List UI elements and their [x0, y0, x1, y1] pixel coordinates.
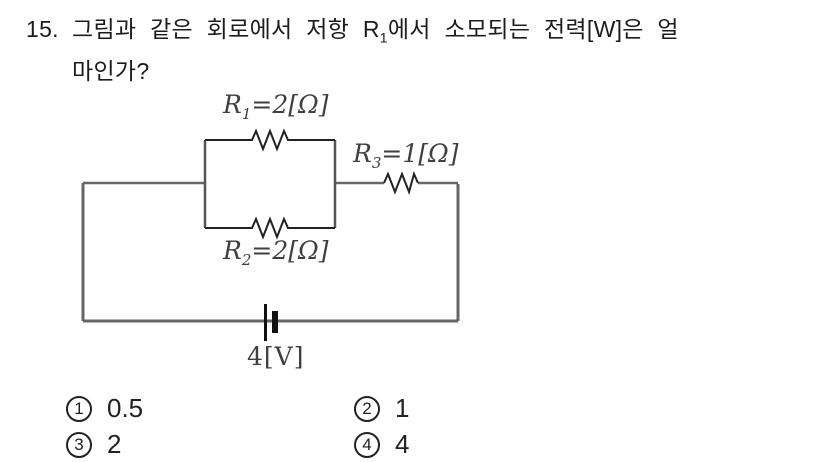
question-text-subscript: 1: [379, 29, 388, 46]
resistor-r3-label: R3=1[Ω]: [353, 139, 459, 171]
answer-choice-3[interactable]: 3 2: [66, 429, 121, 460]
r2-label-base: R: [223, 236, 242, 265]
r3-label-base: R: [353, 139, 372, 168]
answer-choice-2[interactable]: 2 1: [354, 393, 409, 424]
question-text-part2: 에서 소모되는 전력[W]은 얼: [387, 16, 679, 42]
resistor-r2-label: R2=2[Ω]: [223, 236, 329, 268]
question-text: 그림과 같은 회로에서 저항 R1에서 소모되는 전력[W]은 얼: [72, 8, 816, 50]
resistor-r2-zigzag: [205, 216, 335, 240]
resistor-r1-zigzag: [205, 128, 335, 152]
choice-3-circle-marker: 3: [66, 431, 92, 458]
choice-1-label: 0.5: [107, 393, 144, 423]
question-number: 15.: [26, 16, 59, 42]
r3-label-sub: 3: [371, 154, 382, 172]
r1-label-base: R: [223, 90, 242, 119]
resistor-r3-zigzag: [383, 171, 419, 196]
answer-choice-1[interactable]: 1 0.5: [66, 393, 143, 424]
question-text-part1: 그림과 같은 회로에서 저항 R: [72, 16, 380, 42]
question-block: 15. 그림과 같은 회로에서 저항 R1에서 소모되는 전력[W]은 얼 마인…: [26, 8, 816, 92]
r1-label-sub: 1: [241, 105, 252, 123]
choice-4-label: 4: [395, 429, 410, 459]
answer-choice-4[interactable]: 4 4: [354, 429, 409, 460]
choice-2-circle-marker: 2: [354, 395, 380, 422]
battery-label: 4[V]: [247, 342, 305, 371]
choice-2-label: 1: [395, 393, 410, 423]
choice-3-label: 2: [107, 429, 122, 459]
r2-label-sub: 2: [241, 251, 252, 269]
choice-4-circle-marker: 4: [354, 431, 380, 458]
r2-label-value: =2[Ω]: [251, 236, 329, 265]
r3-label-value: =1[Ω]: [381, 139, 459, 168]
question-line-2: 마인가?: [72, 58, 150, 84]
r1-label-value: =2[Ω]: [251, 90, 329, 119]
resistor-r1-label: R1=2[Ω]: [223, 90, 329, 122]
choice-1-circle-marker: 1: [66, 395, 92, 422]
question-line-1: 15. 그림과 같은 회로에서 저항 R1에서 소모되는 전력[W]은 얼: [26, 8, 816, 50]
